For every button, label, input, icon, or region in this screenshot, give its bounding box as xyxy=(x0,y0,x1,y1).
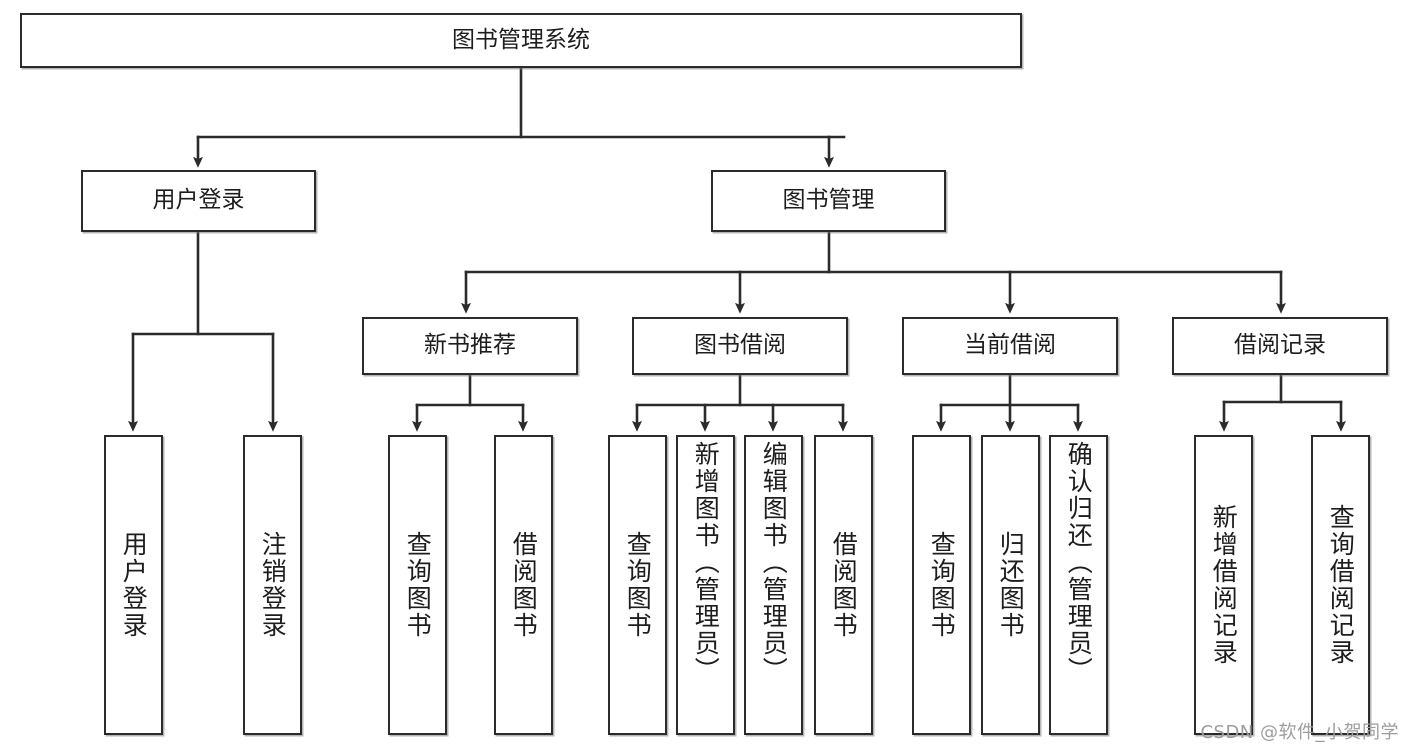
node-book-manage[interactable]: 图书管理 xyxy=(711,170,946,232)
leaf-return-book[interactable]: 归还图书 xyxy=(981,435,1040,735)
node-book-borrow[interactable]: 图书借阅 xyxy=(632,317,848,375)
leaf-query-book-3-label: 查询图书 xyxy=(927,531,957,639)
node-new-book-recommend-label: 新书推荐 xyxy=(424,332,516,359)
node-user-login-label: 用户登录 xyxy=(152,187,245,214)
leaf-borrow-book-2-label: 借阅图书 xyxy=(829,531,859,639)
node-root[interactable]: 图书管理系统 xyxy=(20,13,1022,68)
leaf-logout-login-label: 注销登录 xyxy=(258,531,288,639)
node-book-borrow-label: 图书借阅 xyxy=(694,332,786,359)
leaf-query-book-2[interactable]: 查询图书 xyxy=(608,435,667,735)
leaf-query-book-2-label: 查询图书 xyxy=(623,531,653,639)
leaf-add-book-label: 新增图书（管理员） xyxy=(691,441,721,684)
leaf-query-book-3[interactable]: 查询图书 xyxy=(912,435,971,735)
leaf-return-book-label: 归还图书 xyxy=(996,531,1026,639)
watermark: CSDN @软件_小贺同学 xyxy=(1200,722,1399,743)
leaf-logout-login[interactable]: 注销登录 xyxy=(243,435,302,735)
leaf-confirm-return-label: 确认归还（管理员） xyxy=(1064,441,1094,684)
node-new-book-recommend[interactable]: 新书推荐 xyxy=(362,317,578,375)
leaf-query-record[interactable]: 查询借阅记录 xyxy=(1311,435,1370,735)
node-user-login[interactable]: 用户登录 xyxy=(81,170,316,232)
leaf-query-book-1-label: 查询图书 xyxy=(403,531,433,639)
leaf-user-login-label: 用户登录 xyxy=(119,531,149,639)
leaf-edit-book-label: 编辑图书（管理员） xyxy=(759,441,789,684)
node-root-label: 图书管理系统 xyxy=(452,26,590,53)
leaf-confirm-return[interactable]: 确认归还（管理员） xyxy=(1049,435,1108,735)
node-borrow-record[interactable]: 借阅记录 xyxy=(1172,317,1388,375)
node-current-borrow-label: 当前借阅 xyxy=(964,332,1056,359)
leaf-user-login[interactable]: 用户登录 xyxy=(104,435,163,735)
leaf-add-record-label: 新增借阅记录 xyxy=(1209,504,1239,666)
node-borrow-record-label: 借阅记录 xyxy=(1234,332,1326,359)
leaf-borrow-book-1-label: 借阅图书 xyxy=(509,531,539,639)
leaf-query-book-1[interactable]: 查询图书 xyxy=(388,435,447,735)
leaf-edit-book[interactable]: 编辑图书（管理员） xyxy=(744,435,803,735)
node-current-borrow[interactable]: 当前借阅 xyxy=(902,317,1118,375)
leaf-borrow-book-2[interactable]: 借阅图书 xyxy=(814,435,873,735)
node-book-manage-label: 图书管理 xyxy=(782,187,875,214)
leaf-borrow-book-1[interactable]: 借阅图书 xyxy=(494,435,553,735)
leaf-add-book[interactable]: 新增图书（管理员） xyxy=(676,435,735,735)
leaf-query-record-label: 查询借阅记录 xyxy=(1326,504,1356,666)
leaf-add-record[interactable]: 新增借阅记录 xyxy=(1194,435,1253,735)
